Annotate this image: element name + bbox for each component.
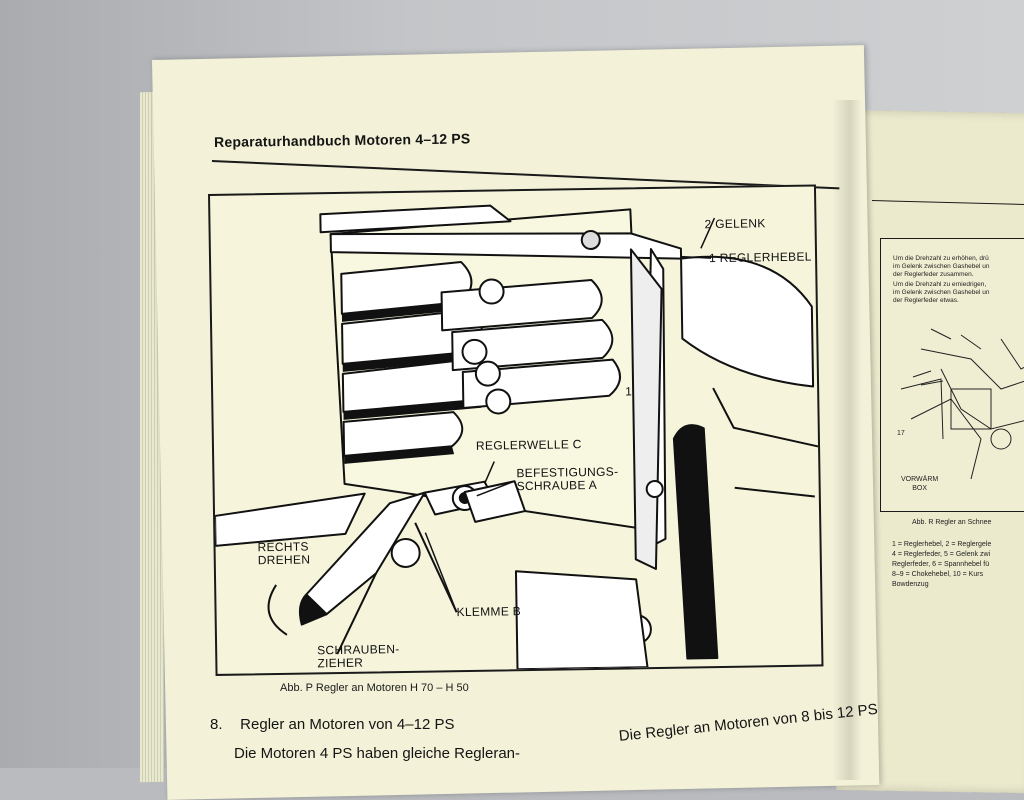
right-page-figure: Um die Drehzahl zu erhöhen, drü im Gelen… <box>880 238 1024 512</box>
figure-frame: 2 GELENK 1 REGLERHEBEL REGLERWELLE C BEF… <box>208 184 824 676</box>
callout-befestigungsschraube: BEFESTIGUNGS- SCHRAUBE A <box>516 464 619 494</box>
rp-legend: Bowdenzug <box>892 581 929 588</box>
callout-rechts-drehen: RECHTS DREHEN <box>257 539 311 568</box>
section-heading: 8. Regler an Motoren von 4–12 PS <box>210 716 454 733</box>
callout-reglerhebel: 1 REGLERHEBEL <box>708 249 812 266</box>
rp-legend: Reglerfeder, 6 = Spannhebel fü <box>892 561 990 568</box>
section-number: 8. <box>210 716 223 733</box>
rp-box-text: Um die Drehzahl zu erhöhen, drü <box>893 255 989 262</box>
governor-illustration <box>214 204 819 671</box>
book-gutter <box>832 100 862 780</box>
callout-reglerwelle: REGLERWELLE C <box>475 437 582 453</box>
rp-vorwaerm-label: VORWÄRM BOX <box>901 476 939 492</box>
callout-klemme: KLEMME B <box>456 604 522 620</box>
rp-box-text: der Reglerfeder etwas. <box>893 297 959 304</box>
rp-engine-drawing <box>900 328 1024 480</box>
callout-marker-1: 1 <box>625 384 633 399</box>
rp-box-text: der Reglerfeder zusammen. <box>893 271 974 278</box>
body-text-left: Die Motoren 4 PS haben gleiche Regleran- <box>234 745 521 762</box>
rp-legend: 8–9 = Chokehebel, 10 = Kurs <box>892 571 984 578</box>
rp-caption: Abb. R Regler an Schnee <box>912 519 992 526</box>
rp-box-text: im Gelenk zwischen Gashebel un <box>893 263 990 270</box>
callout-schraubenzieher: SCHRAUBEN- ZIEHER <box>317 642 400 671</box>
callout-gelenk: 2 GELENK <box>704 216 766 232</box>
rp-box-text: Um die Drehzahl zu erniedrigen, <box>893 281 987 288</box>
rp-label-17: 17 <box>897 430 905 437</box>
figure-caption: Abb. P Regler an Motoren H 70 – H 50 <box>280 682 469 694</box>
section-title: Regler an Motoren von 4–12 PS <box>240 716 455 733</box>
rp-legend: 4 = Reglerfeder, 5 = Gelenk zwi <box>892 551 991 558</box>
rp-box-text: im Gelenk zwischen Gashebel un <box>893 289 990 296</box>
rp-legend: 1 = Reglerhebel, 2 = Reglergele <box>892 541 992 548</box>
